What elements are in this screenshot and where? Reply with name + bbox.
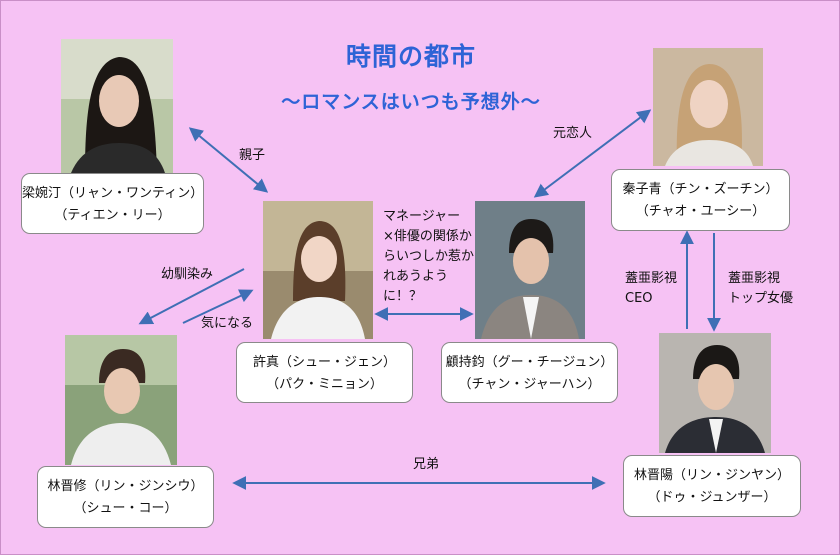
diagram-title: 時間の都市: [345, 42, 476, 71]
label-parent-child: 親子: [239, 148, 266, 163]
woman-dark-hair-photo: [61, 39, 173, 173]
card-qin: 秦子青（チン・ズーチン） （チャオ・ユーシー）: [611, 169, 790, 231]
arrow-interested: [182, 289, 254, 324]
arrow-parent-child: [188, 127, 269, 193]
manager-line-1: マネージャー: [383, 209, 461, 224]
label-manager-actor: マネージャー ×俳優の関係か らいつしか惹か れあうよう に！？: [383, 207, 474, 307]
actor-liang: （ティエン・リー）: [54, 208, 171, 223]
label-interested: 気になる: [201, 316, 254, 331]
actor-qin: （チャオ・ユーシー）: [635, 204, 766, 219]
actor-gu: （チャン・ジャーハン）: [458, 377, 601, 392]
man-suit-photo: [659, 333, 771, 453]
woman-blonde-photo: [653, 48, 763, 166]
photo-linjinxiu: [65, 335, 177, 465]
name-gu: 顧持鈞（グー・チージュン）: [445, 355, 614, 370]
arrow-childhood-friend: [138, 268, 245, 325]
manager-line-4: れあうよう: [383, 269, 449, 284]
name-xu: 許真（シュー・ジェン）: [252, 355, 396, 370]
photo-linjinyang: [659, 333, 771, 453]
ceo-line-1: 蓋亜影視: [625, 271, 678, 286]
name-linjinyang: 林晋陽（リン・ジンヤン）: [633, 468, 790, 483]
label-childhood-friend: 幼馴染み: [161, 267, 214, 282]
man-white-jacket-photo: [65, 335, 177, 465]
manager-line-2: ×俳優の関係か: [383, 229, 472, 244]
name-qin: 秦子青（チン・ズーチン）: [622, 182, 779, 197]
label-brothers: 兄弟: [413, 457, 440, 472]
ceo-line-2: CEO: [625, 291, 653, 306]
label-top-actress: 蓋亜影視 トップ女優: [728, 269, 793, 309]
label-ceo: 蓋亜影視 CEO: [625, 269, 677, 309]
photo-liang: [61, 39, 173, 173]
manager-line-3: らいつしか惹か: [383, 249, 475, 264]
woman-ponytail-photo: [263, 201, 373, 339]
card-xu: 許真（シュー・ジェン） （パク・ミニョン）: [236, 342, 413, 403]
card-linjinxiu: 林晋修（リン・ジンシウ） （シュー・コー）: [37, 466, 214, 528]
man-blazer-photo: [475, 201, 585, 339]
name-liang: 梁婉汀（リャン・ワンティン）: [22, 186, 204, 201]
photo-xu: [263, 201, 373, 339]
top-actress-line-2: トップ女優: [728, 291, 794, 306]
diagram-subtitle: ～ロマンスはいつも予想外～: [281, 91, 541, 113]
photo-gu: [475, 201, 585, 339]
actor-linjinyang: （ドゥ・ジュンザー）: [647, 490, 777, 505]
actor-xu: （パク・ミニョン）: [266, 377, 383, 392]
photo-qin: [653, 48, 763, 166]
card-liang: 梁婉汀（リャン・ワンティン） （ティエン・リー）: [21, 173, 204, 234]
manager-line-5: に！？: [383, 289, 423, 304]
card-linjinyang: 林晋陽（リン・ジンヤン） （ドゥ・ジュンザー）: [623, 455, 801, 517]
label-ex-lover: 元恋人: [553, 126, 593, 141]
card-gu: 顧持鈞（グー・チージュン） （チャン・ジャーハン）: [441, 342, 618, 403]
arrow-ex-lover: [533, 109, 652, 198]
actor-linjinxiu: （シュー・コー）: [73, 501, 178, 516]
name-linjinxiu: 林晋修（リン・ジンシウ）: [47, 479, 204, 494]
top-actress-line-1: 蓋亜影視: [728, 271, 781, 286]
